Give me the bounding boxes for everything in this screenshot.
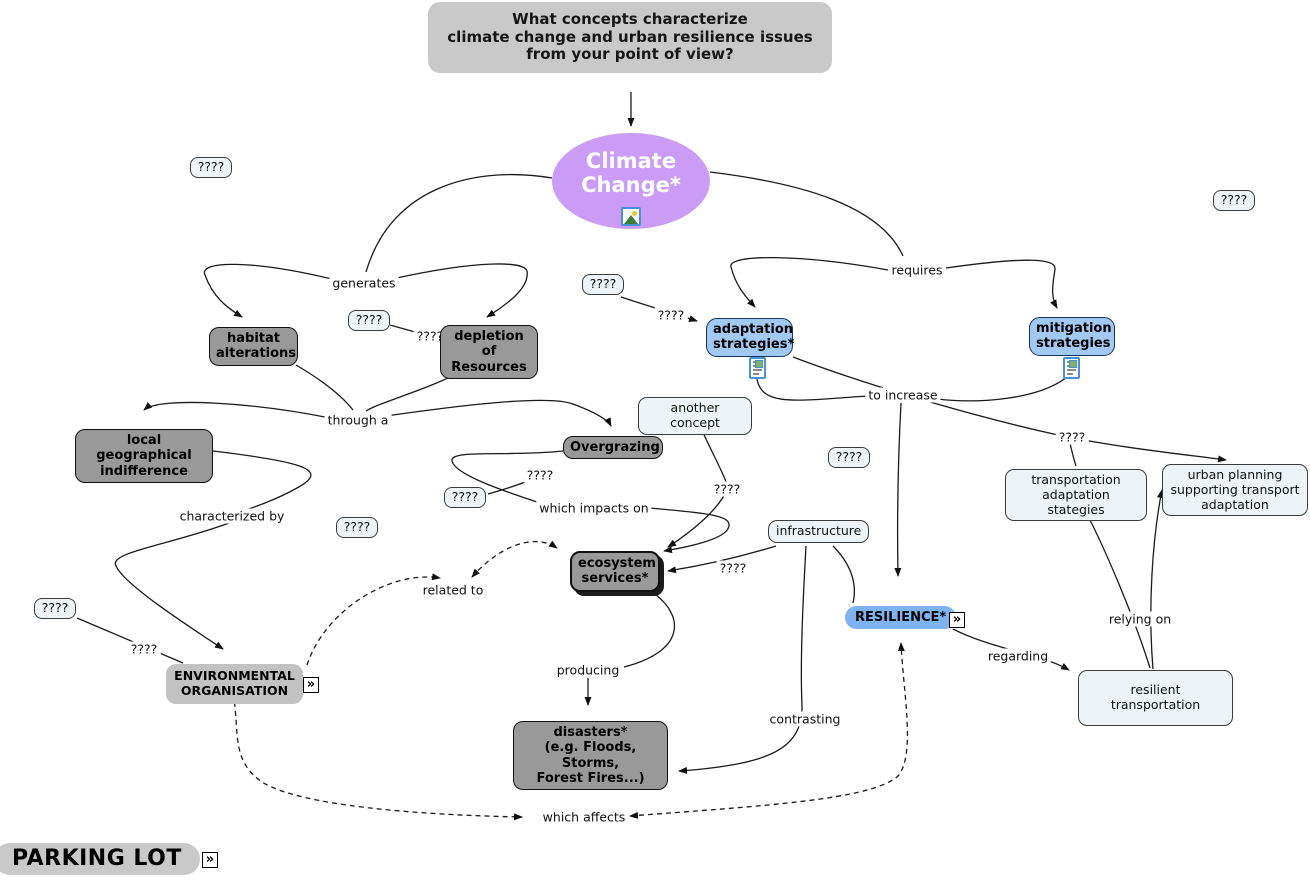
concept-depletion-of-resources[interactable]: depletion of Resources (440, 325, 538, 379)
placeholder-concept[interactable]: ???? (190, 157, 232, 178)
concept-adaptation-strategies[interactable]: adaptation strategies* (706, 318, 794, 357)
link-regarding[interactable]: regarding (984, 648, 1052, 664)
expand-chevrons-icon[interactable]: » (949, 612, 965, 628)
concept-urban-planning-supporting-transport-adaptation[interactable]: urban planning supporting transport adap… (1162, 464, 1308, 517)
image-resource-icon[interactable] (621, 207, 641, 226)
placeholder-concept[interactable]: ???? (1213, 190, 1255, 211)
placeholder-link[interactable]: ???? (523, 467, 557, 483)
concept-ecosystem-services[interactable]: ecosystem services* (570, 551, 660, 592)
concept-another-concept[interactable]: another concept (638, 397, 752, 435)
placeholder-link[interactable]: ???? (413, 328, 447, 344)
concept-overgrazing[interactable]: Overgrazing (563, 436, 663, 460)
placeholder-concept[interactable]: ???? (348, 310, 390, 331)
link-requires[interactable]: requires (888, 262, 946, 278)
concept-habitat-alterations[interactable]: habitat alterations (209, 327, 298, 366)
link-to-increase[interactable]: to increase (865, 387, 941, 403)
concept-disasters[interactable]: disasters* (e.g. Floods, Storms, Forest … (513, 721, 668, 791)
concept-infrastructure[interactable]: infrastructure (768, 520, 869, 543)
link-characterized-by[interactable]: characterized by (176, 508, 288, 524)
parking-lot-box[interactable]: PARKING LOT (0, 843, 200, 875)
link-related-to[interactable]: related to (419, 582, 487, 598)
concept-environmental-organisation[interactable]: ENVIRONMENTAL ORGANISATION (166, 664, 303, 704)
link-producing[interactable]: producing (553, 662, 623, 678)
link-relying-on[interactable]: relying on (1105, 611, 1175, 627)
link-which-impacts-on[interactable]: which impacts on (536, 500, 652, 516)
placeholder-link[interactable]: ???? (654, 307, 688, 323)
document-resource-icon[interactable] (1063, 357, 1080, 379)
placeholder-concept[interactable]: ???? (34, 598, 76, 619)
placeholder-concept[interactable]: ???? (336, 517, 378, 538)
expand-chevrons-icon[interactable]: » (202, 852, 218, 868)
link-generates[interactable]: generates (329, 275, 399, 291)
expand-chevrons-icon[interactable]: » (303, 677, 319, 693)
link-contrasting[interactable]: contrasting (766, 711, 844, 727)
concept-resilience[interactable]: RESILIENCE* (845, 606, 957, 630)
focus-question-box[interactable]: What concepts characterize climate chang… (428, 2, 832, 74)
placeholder-concept[interactable]: ???? (444, 487, 486, 508)
placeholder-link[interactable]: ???? (1055, 429, 1089, 445)
document-resource-icon[interactable] (749, 357, 766, 379)
placeholder-concept[interactable]: ???? (582, 274, 624, 295)
concept-mitigation-strategies[interactable]: mitigation strategies (1029, 317, 1115, 356)
link-through-a[interactable]: through a (324, 412, 392, 428)
concept-resilient-transportation[interactable]: resilient transportation (1078, 670, 1233, 726)
placeholder-link[interactable]: ???? (710, 481, 744, 497)
link-which-affects[interactable]: which affects (539, 809, 629, 825)
concept-transportation-adaptation-stategies[interactable]: transportation adaptation stategies (1005, 469, 1147, 522)
placeholder-concept[interactable]: ???? (828, 447, 870, 468)
placeholder-link[interactable]: ???? (716, 560, 750, 576)
concept-local-geographical-indifference[interactable]: local geographical indifference (75, 429, 213, 483)
placeholder-link[interactable]: ???? (127, 641, 161, 657)
